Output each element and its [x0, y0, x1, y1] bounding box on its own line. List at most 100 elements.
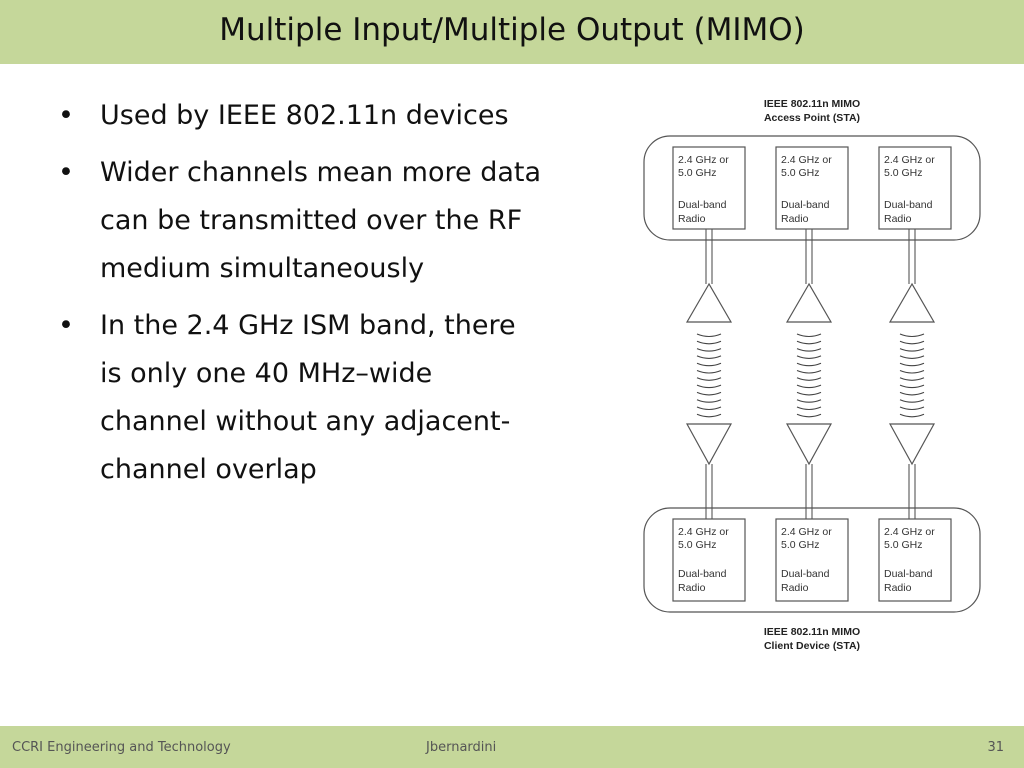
rf-wave-arc	[696, 333, 722, 338]
rf-wave-arc	[696, 406, 722, 411]
rf-wave-arc	[696, 355, 722, 359]
radio-type-line1: Dual-band	[678, 568, 727, 580]
bullet-marker: •	[58, 157, 74, 188]
ap-label-line1: IEEE 802.11n MIMO	[764, 98, 860, 110]
antenna-icon	[685, 423, 733, 466]
radio-freq-line2: 5.0 GHz	[678, 167, 717, 179]
radio-freq-line1: 2.4 GHz or	[781, 154, 832, 166]
rf-wave-arc	[796, 406, 822, 411]
rf-wave-arc	[899, 333, 925, 338]
rf-wave-arc	[899, 377, 925, 381]
rf-wave-arc	[796, 355, 822, 359]
bullet-list: • Used by IEEE 802.11n devices • Wider c…	[58, 92, 638, 503]
antenna-icon	[888, 282, 936, 323]
radio-type-line2: Radio	[884, 213, 912, 225]
rf-wave-arc	[899, 355, 925, 359]
rf-wave-arc	[899, 384, 925, 389]
radio-type-line2: Radio	[884, 582, 912, 594]
bullet-line: medium simultaneously	[100, 253, 425, 284]
rf-wave-arc	[796, 413, 822, 418]
client-feed-lines	[705, 464, 916, 519]
rf-wave-arc	[796, 340, 822, 345]
bullet-marker: •	[58, 100, 74, 131]
rf-wave-arc	[696, 391, 722, 396]
ap-feed-lines	[705, 229, 916, 284]
slide-title: Multiple Input/Multiple Output (MIMO)	[219, 12, 805, 48]
rf-wave-arc	[899, 391, 925, 396]
rf-wave-arc	[696, 369, 722, 374]
bullet-line: Wider channels mean more data	[100, 157, 542, 188]
radio-type-line1: Dual-band	[781, 199, 830, 211]
radio-freq-line1: 2.4 GHz or	[884, 526, 935, 538]
rf-wave-arc	[899, 369, 925, 374]
footer-org: CCRI Engineering and Technology	[12, 740, 231, 755]
rf-wave-arc	[796, 333, 822, 338]
radio-type-line2: Radio	[678, 582, 706, 594]
ap-radio-1: 2.4 GHz or 5.0 GHz Dual-band Radio	[672, 146, 746, 230]
antenna-icon	[685, 282, 733, 323]
footer-bar: CCRI Engineering and Technology Jbernard…	[0, 726, 1024, 768]
radio-type-line1: Dual-band	[678, 199, 727, 211]
page-number: 31	[987, 740, 1004, 755]
rf-wave-arc	[796, 384, 822, 389]
radio-freq-line2: 5.0 GHz	[884, 167, 923, 179]
rf-wave-arc	[796, 377, 822, 381]
bullet-line: channel without any adjacent-	[100, 406, 511, 437]
antenna-icon	[785, 423, 833, 466]
client-antennas	[685, 423, 936, 466]
client-radio-2: 2.4 GHz or 5.0 GHz Dual-band Radio	[775, 518, 849, 602]
rf-wave-arc	[899, 340, 925, 345]
mimo-diagram: IEEE 802.11n MIMO Access Point (STA) 2.4…	[643, 98, 981, 652]
rf-wave-arc	[796, 362, 822, 367]
rf-wave-arc	[696, 340, 722, 345]
rf-wave-arc	[796, 369, 822, 374]
radio-freq-line2: 5.0 GHz	[884, 539, 923, 551]
radio-freq-line1: 2.4 GHz or	[781, 526, 832, 538]
rf-wave-arc	[796, 348, 822, 352]
radio-freq-line1: 2.4 GHz or	[678, 526, 729, 538]
antenna-icon	[888, 423, 936, 466]
rf-wave-arc	[696, 384, 722, 389]
rf-wave-arc	[899, 348, 925, 352]
client-radio-1: 2.4 GHz or 5.0 GHz Dual-band Radio	[672, 518, 746, 602]
ap-antennas	[685, 282, 936, 323]
bullet-line: In the 2.4 GHz ISM band, there	[100, 310, 516, 341]
bullet-item: • In the 2.4 GHz ISM band, there is only…	[58, 302, 638, 494]
radio-type-line1: Dual-band	[884, 199, 933, 211]
ap-label-line2: Access Point (STA)	[764, 112, 860, 124]
title-bar: Multiple Input/Multiple Output (MIMO)	[0, 0, 1024, 64]
bullet-item: • Wider channels mean more data can be t…	[58, 149, 638, 293]
client-label-line2: Client Device (STA)	[764, 640, 860, 652]
antenna-icon	[785, 282, 833, 323]
rf-wave-arc	[696, 362, 722, 367]
bullet-line: can be transmitted over the RF	[100, 205, 523, 236]
radio-type-line2: Radio	[781, 213, 809, 225]
client-label-line1: IEEE 802.11n MIMO	[764, 626, 860, 638]
footer-author: Jbernardini	[426, 740, 497, 755]
ap-radio-3: 2.4 GHz or 5.0 GHz Dual-band Radio	[878, 146, 952, 230]
bullet-line: is only one 40 MHz–wide	[100, 358, 433, 389]
rf-wave-arc	[899, 413, 925, 418]
radio-freq-line2: 5.0 GHz	[781, 539, 820, 551]
rf-wave-arc	[696, 377, 722, 381]
radio-type-line2: Radio	[781, 582, 809, 594]
rf-wave-arc	[899, 362, 925, 367]
bullet-marker: •	[58, 310, 74, 341]
radio-freq-line2: 5.0 GHz	[678, 539, 717, 551]
radio-type-line2: Radio	[678, 213, 706, 225]
radio-type-line1: Dual-band	[884, 568, 933, 580]
bullet-line: channel overlap	[100, 454, 317, 485]
bullet-item: • Used by IEEE 802.11n devices	[58, 92, 638, 140]
client-radio-3: 2.4 GHz or 5.0 GHz Dual-band Radio	[878, 518, 952, 602]
rf-wave-arc	[796, 391, 822, 396]
rf-wave-arc	[796, 399, 822, 403]
rf-wave-arc	[899, 406, 925, 411]
rf-wave-arc	[696, 413, 722, 418]
rf-wave-arc	[899, 399, 925, 403]
rf-wave-arc	[696, 348, 722, 352]
rf-waves-icon	[696, 333, 925, 418]
radio-freq-line2: 5.0 GHz	[781, 167, 820, 179]
client-device-enclosure	[643, 507, 981, 613]
radio-freq-line1: 2.4 GHz or	[884, 154, 935, 166]
rf-wave-arc	[696, 399, 722, 403]
